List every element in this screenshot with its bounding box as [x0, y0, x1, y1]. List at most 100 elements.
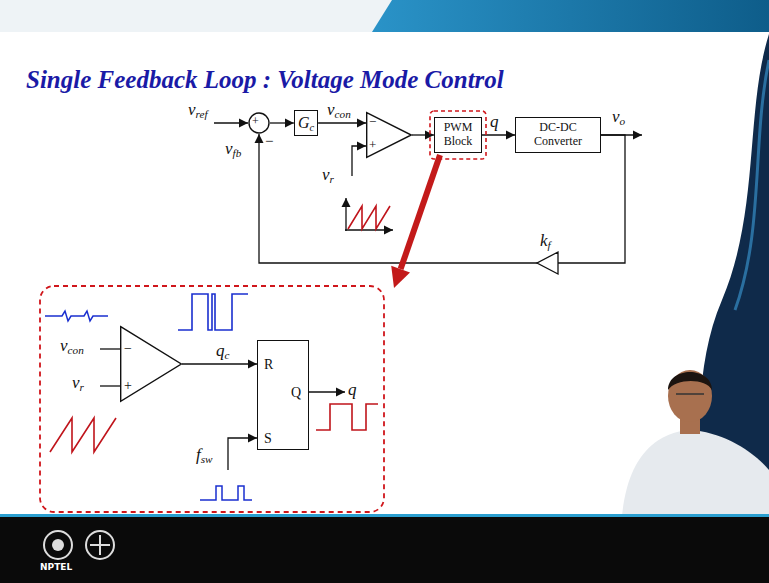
- signal-name: vfb: [225, 140, 241, 159]
- signal-name: vr: [322, 166, 334, 185]
- footer-bar: [0, 516, 769, 583]
- reference-input-wire: [214, 122, 248, 123]
- controller-box: Gc: [294, 110, 318, 136]
- control-waveform: [45, 311, 108, 321]
- symbol-letter: v: [612, 107, 620, 126]
- symbol-letter: v: [188, 100, 196, 119]
- institute-logo-core: [52, 539, 64, 551]
- pin-name: Q: [291, 385, 301, 401]
- nptel-logo: [86, 531, 114, 559]
- summing-circle: [249, 113, 269, 133]
- comparator-triangle: [121, 327, 182, 402]
- signal-connector: [270, 122, 294, 123]
- block-name: PWM Block: [437, 121, 479, 149]
- signal-connector: [182, 363, 257, 364]
- slide-title: Single Feedback Loop : Voltage Mode Cont…: [26, 66, 504, 94]
- waveform-axis: [345, 198, 346, 231]
- clock-input-wire: [228, 438, 257, 470]
- signal-connector: [482, 134, 515, 135]
- sign-label: −: [124, 341, 132, 357]
- block-name: Gc: [298, 114, 314, 132]
- sign-label: +: [369, 138, 376, 153]
- speaker-hair: [668, 372, 712, 390]
- symbol-letter: q: [490, 112, 499, 131]
- nptel-logo-mark: [90, 535, 110, 555]
- subscript: c: [225, 349, 230, 361]
- subscript: r: [80, 381, 84, 393]
- converter-block: DC-DC Converter: [515, 117, 601, 153]
- subscript: con: [68, 344, 84, 356]
- signal-connector: [318, 122, 366, 123]
- speaker-head: [668, 370, 712, 422]
- speaker-glasses: [676, 393, 704, 395]
- signal-name: qc: [214, 342, 231, 361]
- block-name: DC-DC Converter: [518, 121, 598, 149]
- subscript: sw: [201, 453, 213, 465]
- subscript: o: [620, 115, 626, 127]
- pwm-block: PWM Block: [434, 117, 482, 153]
- sign-label: −: [265, 133, 273, 150]
- symbol-letter: q: [216, 341, 225, 360]
- footer-line: [0, 514, 769, 517]
- subscript: c: [309, 122, 314, 133]
- subscript: con: [335, 108, 351, 120]
- ramp-input-wire: [352, 146, 366, 176]
- comparator-waveform: [178, 294, 248, 330]
- latch-output-wire: [309, 391, 345, 392]
- subscript: f: [548, 239, 551, 251]
- symbol-letter: v: [72, 373, 80, 392]
- detail-outline: [40, 286, 384, 512]
- sawtooth-waveform: [50, 418, 116, 452]
- signal-name: q: [348, 381, 357, 400]
- signal-name: vcon: [325, 101, 353, 120]
- sign-label: +: [124, 378, 132, 394]
- symbol-letter: v: [327, 100, 335, 119]
- signal-name: fsw: [196, 446, 213, 465]
- sawtooth-waveform: [348, 206, 390, 229]
- speaker-shirt: [622, 430, 769, 516]
- pin-name: S: [264, 431, 272, 447]
- pwm-waveform: [316, 404, 378, 430]
- signal-name: kf: [540, 232, 551, 251]
- sign-label: −: [369, 115, 376, 130]
- signal-connector: [259, 134, 625, 263]
- signal-name: vo: [612, 108, 625, 127]
- pin-name: R: [264, 357, 273, 373]
- sr-latch: R S Q: [257, 340, 309, 450]
- comparator-symbol: −+: [120, 326, 182, 402]
- signal-name: vcon: [60, 337, 84, 356]
- feedback-gain-symbol: [537, 252, 558, 274]
- header-bar: [372, 0, 769, 32]
- signal-connector: [412, 134, 434, 135]
- waveform-axis: [345, 229, 393, 230]
- symbol-letter: G: [298, 114, 310, 131]
- control-input-wire: [100, 348, 120, 349]
- swoosh-line: [735, 60, 769, 310]
- sign-label: +: [252, 115, 259, 129]
- symbol-letter: f: [196, 445, 201, 464]
- subscript: ref: [196, 108, 208, 120]
- symbol-letter: v: [60, 336, 68, 355]
- highlight-outline: [430, 111, 486, 159]
- symbol-letter: v: [322, 165, 330, 184]
- summing-junction: +: [248, 112, 270, 134]
- shape-outline: [248, 112, 270, 134]
- comparator-symbol: −+: [366, 112, 412, 158]
- subscript: r: [330, 173, 334, 185]
- zoom-arrow: [401, 155, 440, 269]
- comparator-triangle: [367, 113, 412, 158]
- institute-logo: [44, 531, 72, 559]
- subscript: fb: [233, 147, 242, 159]
- header-strip: [0, 0, 769, 32]
- ramp-input-wire: [100, 385, 120, 386]
- zoom-arrow-head: [391, 266, 410, 288]
- clock-waveform: [200, 486, 252, 500]
- symbol-letter: k: [540, 231, 548, 250]
- signal-name: q: [488, 113, 501, 132]
- signal-name: vref: [188, 101, 208, 120]
- symbol-letter: v: [225, 139, 233, 158]
- signal-name: vr: [72, 374, 84, 393]
- output-wire: [600, 134, 642, 135]
